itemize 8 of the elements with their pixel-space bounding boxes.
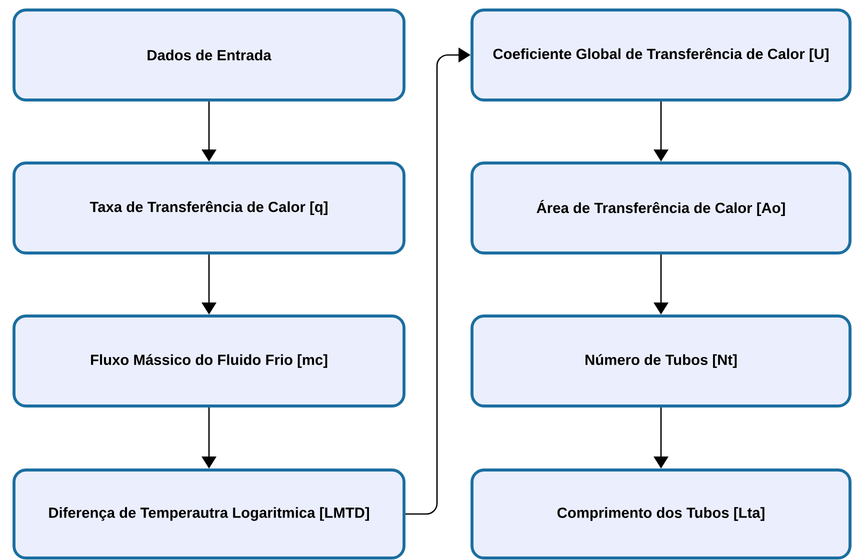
process-box: Taxa de Transferência de Calor [q] — [12, 162, 406, 254]
process-box: Área de Transferência de Calor [Ao] — [470, 162, 852, 254]
process-box: Fluxo Mássico do Fluido Frio [mc] — [12, 314, 406, 408]
process-box: Número de Tubos [Nt] — [470, 314, 852, 408]
process-box: Coeficiente Global de Transferência de Calor [U] — [470, 8, 852, 102]
process-box: Comprimento dos Tubos [Lta] — [470, 468, 852, 560]
process-box: Dados de Entrada — [12, 8, 406, 102]
process-box: Diferença de Temperautra Logaritmica [LMTD] — [12, 468, 406, 560]
